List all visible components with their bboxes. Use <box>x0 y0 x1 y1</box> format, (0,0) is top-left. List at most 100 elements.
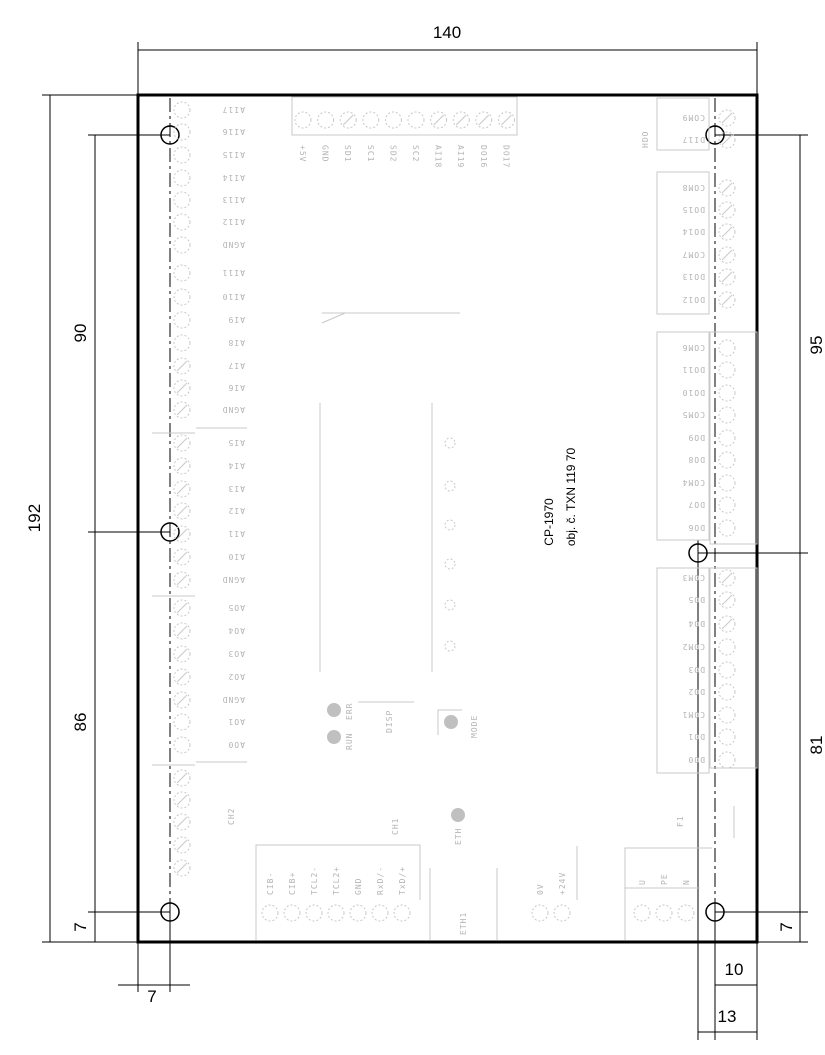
dim-right-13: 13 <box>718 1007 737 1026</box>
terminal-screw-icon <box>173 836 191 854</box>
display-area <box>319 312 462 735</box>
ch1-terminal-label: CIB+ <box>288 872 297 895</box>
dim-width: 140 <box>433 23 461 42</box>
left-terminal-label: AI0 <box>228 552 245 561</box>
screw-slot-icon <box>176 360 188 372</box>
eth-led-label: ETH <box>454 828 463 845</box>
terminal-screw-icon <box>718 496 736 514</box>
terminal-screw-icon <box>475 111 493 129</box>
ch1-terminal-label: TCL2- <box>310 866 319 895</box>
terminal-screw-icon <box>718 451 736 469</box>
screw-slot-icon <box>176 551 188 563</box>
right-terminal-label: COM6 <box>682 343 705 352</box>
terminal-screw-icon <box>452 111 470 129</box>
terminal-screw-icon <box>173 691 191 709</box>
left-terminal-label: AO0 <box>228 740 245 749</box>
top-connector-label: DO17 <box>501 145 510 168</box>
right-terminal-label: DO13 <box>682 272 705 281</box>
terminal-screw-icon <box>173 502 191 520</box>
left-terminal-label: AGND <box>222 405 245 414</box>
eth1-label: ETH1 <box>459 912 468 935</box>
terminal-screw-icon <box>718 751 736 769</box>
terminal-screw-icon <box>430 111 448 129</box>
terminal-screw-icon <box>173 213 191 231</box>
display-pins <box>444 437 456 652</box>
terminal-screw-icon <box>173 311 191 329</box>
fuse-label: F1 <box>676 815 685 827</box>
terminal-screw-icon <box>173 548 191 566</box>
screw-slot-icon <box>176 694 188 706</box>
right-terminal-label: COM7 <box>682 250 705 259</box>
left-terminal-label: AO4 <box>228 626 245 635</box>
terminal-screw-icon <box>173 123 191 141</box>
terminal-screw-icon <box>173 434 191 452</box>
left-terminal-label: AI15 <box>222 150 245 159</box>
run-label: RUN <box>345 733 354 750</box>
terminal-screw-icon <box>718 268 736 286</box>
err-label: ERR <box>345 703 354 720</box>
top-connector-label: SC1 <box>366 145 375 162</box>
terminal-screw-icon <box>173 401 191 419</box>
device-name: CP-1970 <box>542 498 556 546</box>
right-terminal-label: DO0 <box>688 755 705 764</box>
screw-slot-icon <box>721 204 733 216</box>
screw-slot-icon <box>721 618 733 630</box>
screw-slot-icon <box>176 483 188 495</box>
terminal-screw-icon <box>173 769 191 787</box>
left-terminal-label: AI10 <box>222 292 245 301</box>
top-connector-label: +5V <box>298 145 307 162</box>
terminal-screw-icon <box>553 904 571 922</box>
screw-slot-icon <box>176 528 188 540</box>
terminal-screw-icon <box>718 683 736 701</box>
top-connector-label: AI19 <box>456 145 465 168</box>
disp-label: DISP <box>385 710 394 733</box>
terminal-screw-icon <box>718 661 736 679</box>
terminal-screw-icon <box>718 519 736 537</box>
right-terminal-label: DI17 <box>682 135 705 144</box>
terminal-screw-icon <box>718 179 736 197</box>
terminal-screw-icon <box>633 904 651 922</box>
hdo-label: HDO <box>641 131 650 148</box>
terminal-screw-icon <box>531 904 549 922</box>
terminal-screw-icon <box>718 246 736 264</box>
dim-left-upper: 90 <box>71 324 90 343</box>
terminal-screw-icon <box>718 339 736 357</box>
right-terminal-label: COM9 <box>682 113 705 122</box>
dim-right-upper: 95 <box>807 336 825 355</box>
dim-right-lower: 81 <box>807 736 825 755</box>
right-terminal-label: DO9 <box>688 433 705 442</box>
ch1-terminal-label: TCL2+ <box>332 866 341 895</box>
right-group-boxes <box>656 97 758 774</box>
bottom-boxes <box>255 806 735 940</box>
mode-button[interactable] <box>444 715 458 729</box>
dim-right-bottom-margin: 7 <box>777 922 796 931</box>
terminal-screw-icon <box>677 904 695 922</box>
ch1-label: CH1 <box>391 818 400 835</box>
terminal-screw-icon <box>173 357 191 375</box>
terminal-screw-icon <box>173 813 191 831</box>
right-terminal-label: COM4 <box>682 478 705 487</box>
mains-terminal-label: U <box>638 879 647 885</box>
screw-slot-icon <box>342 114 354 126</box>
terminal-screw-icon <box>718 291 736 309</box>
terminal-screw-icon <box>718 638 736 656</box>
right-terminal-label: DO15 <box>682 205 705 214</box>
right-terminal-label: DO5 <box>688 595 705 604</box>
screw-slot-icon <box>176 648 188 660</box>
terminal-screw-icon <box>718 406 736 424</box>
terminal-screw-icon <box>173 236 191 254</box>
left-terminal-label: AI6 <box>228 383 245 392</box>
terminal-screw-icon <box>173 334 191 352</box>
terminal-screw-icon <box>283 904 301 922</box>
terminal-screw-icon <box>393 904 411 922</box>
screw-slot-icon <box>176 574 188 586</box>
ch1-terminal-label: CIB- <box>266 872 275 895</box>
left-terminal-label: AI3 <box>228 484 245 493</box>
terminal-screw-icon <box>362 111 380 129</box>
terminal-screw-icon <box>655 904 673 922</box>
screw-slot-icon <box>176 794 188 806</box>
mains-terminal-label: N <box>682 879 691 885</box>
screw-slot-icon <box>721 134 733 146</box>
left-terminal-label: AO5 <box>228 603 245 612</box>
top-connector <box>291 96 518 136</box>
